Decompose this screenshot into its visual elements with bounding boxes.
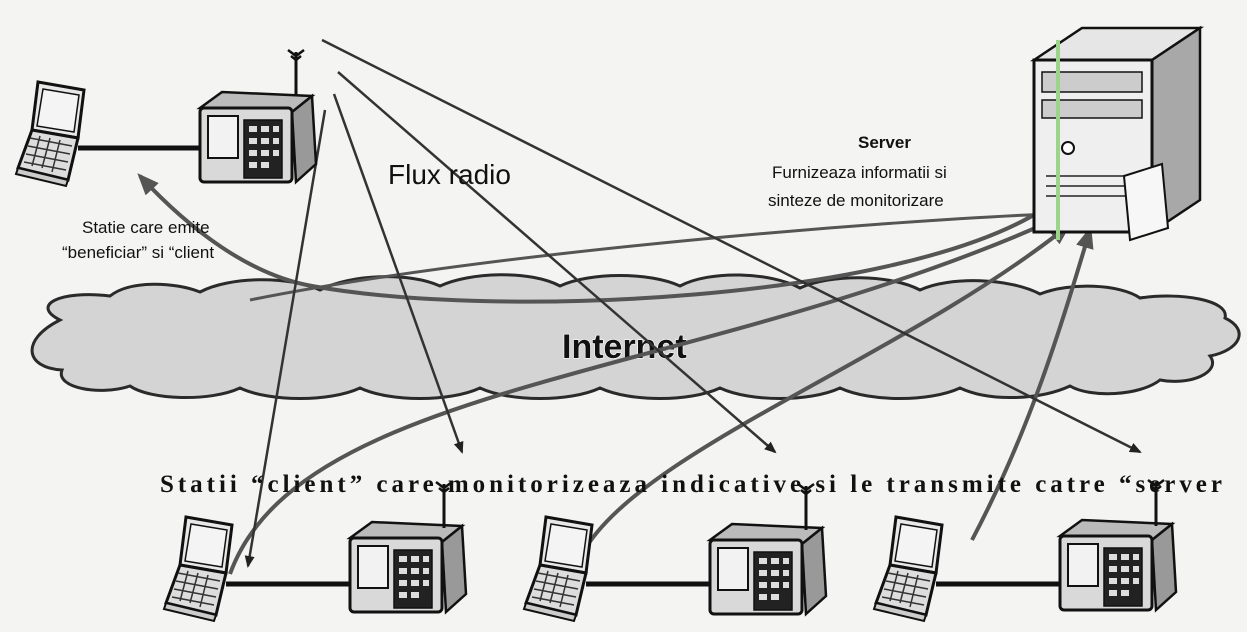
radio-transceiver-icon [1058, 518, 1178, 612]
radio-transceiver-icon [198, 90, 318, 184]
server-desc-line2: sinteze de monitorizare [768, 191, 944, 210]
client-station-3 [872, 478, 1178, 623]
antenna-icon [286, 48, 306, 98]
flow-client3-to-server [970, 226, 1094, 541]
radio-transceiver-icon [348, 520, 468, 614]
radio-line-1 [332, 93, 464, 454]
laptop-icon [162, 515, 234, 623]
antenna-icon [1146, 478, 1166, 528]
flow-client2-to-server [580, 223, 1072, 555]
client-station-1 [162, 480, 468, 623]
client-station-2 [522, 482, 828, 623]
laptop-icon [522, 515, 594, 623]
laptop-icon [872, 515, 944, 623]
flow-server-to-beneficiary [137, 173, 1044, 304]
laptop-icon [14, 80, 86, 188]
station-label-line1: Statie care emite [82, 218, 210, 237]
flux-radio-label: Flux radio [388, 159, 511, 190]
radio-line-2 [337, 71, 777, 454]
radio-flux-lines [244, 38, 1142, 568]
flow-client1-to-server [228, 216, 1062, 575]
beneficiary-station [14, 48, 318, 188]
antenna-icon [796, 482, 816, 532]
internet-cloud [30, 273, 1241, 400]
internet-flow-arrows [137, 173, 1094, 575]
server-tower-icon [1029, 25, 1205, 242]
server-title: Server [858, 133, 911, 152]
radio-line-3 [321, 38, 1142, 454]
radio-line-4 [244, 109, 327, 568]
antenna-icon [434, 480, 454, 530]
server-desc-line1: Furnizeaza informatii si [772, 163, 947, 182]
clients-caption: Statii “client” care monitorizeaza indic… [160, 471, 1222, 498]
station-label-line2: “beneficiar” si “client [62, 243, 214, 262]
flow-extra-curve [249, 212, 1051, 302]
radio-transceiver-icon [708, 522, 828, 616]
